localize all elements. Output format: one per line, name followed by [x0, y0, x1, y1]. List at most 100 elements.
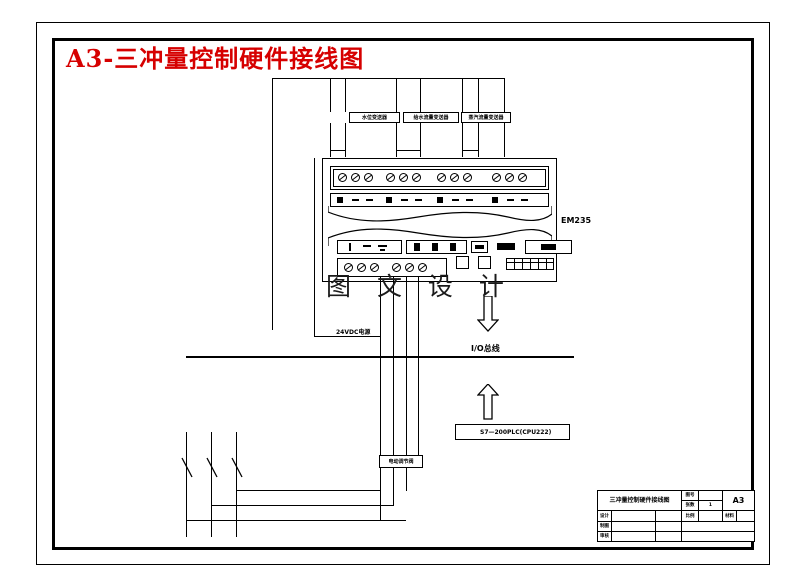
- em235-status-strip: [337, 240, 402, 254]
- io-bus-label: I/O总线: [471, 344, 500, 353]
- actuator-label: 电动调节阀: [388, 459, 414, 465]
- dip-divider: [546, 258, 547, 270]
- plc-cpu-label: S7—200PLC(CPU222): [480, 429, 552, 436]
- terminal-screw[interactable]: [518, 173, 527, 182]
- title-block-sheet-size: A3: [723, 491, 754, 511]
- steam-flow-transmitter[interactable]: 蒸汽流量变送器: [461, 112, 511, 123]
- status-mark: [349, 243, 351, 251]
- terminal-screw[interactable]: [392, 263, 401, 272]
- marking-tick: [415, 199, 422, 201]
- marking-tick: [466, 199, 473, 201]
- port-a-contact: [475, 245, 484, 249]
- marking-tick: [401, 199, 408, 201]
- title-block-blank-1: [699, 491, 723, 501]
- terminal-screw[interactable]: [338, 173, 347, 182]
- title-block-material-label: 材料: [723, 511, 737, 522]
- led-indicator: [432, 243, 438, 251]
- supply-bottom-rail: [314, 336, 380, 337]
- arrow-up-to-bus: [477, 384, 499, 420]
- terminal-screw[interactable]: [450, 173, 459, 182]
- title-block-sheet-label-1: 图号: [682, 491, 699, 501]
- marking-block: [386, 197, 392, 203]
- arrow-down-to-bus: [477, 296, 499, 332]
- title-block-note: [682, 522, 754, 532]
- steam-flow-transmitter-label: 蒸汽流量变送器: [468, 115, 504, 121]
- power-supply-label: 24VDC电源: [336, 329, 371, 336]
- terminal-screw[interactable]: [437, 173, 446, 182]
- terminal-screw[interactable]: [357, 263, 366, 272]
- marking-tick: [352, 199, 359, 201]
- dip-divider: [514, 258, 515, 270]
- em235-port-b[interactable]: [0, 0, 26, 15]
- sheet-outer-border: [36, 22, 770, 565]
- title-block-row-value: [656, 532, 682, 542]
- terminal-screw[interactable]: [505, 173, 514, 182]
- wire-top-2a: [396, 78, 397, 112]
- port-b-contact: [497, 243, 515, 250]
- dip-divider: [530, 258, 531, 270]
- wire-mid-3a: [462, 123, 463, 157]
- terminal-screw[interactable]: [344, 263, 353, 272]
- em235-label: EM235: [561, 216, 592, 225]
- wire-mid-2b: [420, 123, 421, 157]
- feeder-l3: [236, 490, 380, 491]
- terminal-screw[interactable]: [463, 173, 472, 182]
- title-block-sheet-label-2: 张数: [682, 501, 699, 511]
- water-level-transmitter[interactable]: 水位变送器: [349, 112, 400, 123]
- em235-socket-left[interactable]: [456, 256, 469, 269]
- feeder-riser-c: [406, 468, 407, 491]
- control-wire-a: [380, 277, 381, 463]
- marking-tick: [452, 199, 459, 201]
- control-wire-c: [406, 277, 407, 463]
- watermark: 图 文 设 计: [326, 272, 513, 301]
- control-wire-d: [418, 277, 419, 463]
- marking-tick: [507, 199, 514, 201]
- marking-block: [437, 197, 443, 203]
- title-block-sheet-count: 1: [699, 501, 723, 511]
- feedwater-flow-transmitter[interactable]: 给水流量变送器: [403, 112, 459, 123]
- wire-mid-3c: [504, 123, 505, 157]
- feeder-riser-a: [380, 468, 381, 521]
- terminal-screw[interactable]: [386, 173, 395, 182]
- title-block: 三冲量控制硬件接线图 图号 张数 1 A3 设计 比例 材料 制图 审核: [597, 490, 755, 542]
- wire-top-3c: [504, 78, 505, 112]
- marking-tick: [366, 199, 373, 201]
- wire-top-3b: [478, 78, 479, 112]
- title-block-row-label: 审核: [598, 532, 612, 542]
- saddle-2: [396, 150, 421, 151]
- title-block-row-value: [656, 511, 682, 522]
- page-title: A3-三冲量控制硬件接线图: [66, 44, 365, 73]
- three-phase-disconnect-switch[interactable]: [176, 452, 256, 484]
- title-block-scale-value: [699, 511, 723, 522]
- terminal-screw[interactable]: [399, 173, 408, 182]
- feeder-l2: [211, 505, 393, 506]
- plc-cpu-box[interactable]: [455, 424, 570, 440]
- terminal-screw[interactable]: [351, 173, 360, 182]
- saddle-1: [330, 150, 346, 151]
- feeder-l1: [186, 520, 406, 521]
- em235-socket-right[interactable]: [478, 256, 491, 269]
- terminal-screw[interactable]: [405, 263, 414, 272]
- wire-mid-2a: [396, 123, 397, 157]
- terminal-screw[interactable]: [418, 263, 427, 272]
- saddle-3: [462, 150, 479, 151]
- phase-line-l1: [186, 432, 187, 537]
- wire-top-3a: [462, 78, 463, 112]
- actuator-box[interactable]: 电动调节阀: [379, 455, 423, 468]
- sheet-inner-border: [52, 38, 754, 550]
- marking-tick: [521, 199, 528, 201]
- terminal-screw[interactable]: [364, 173, 373, 182]
- led-indicator: [450, 243, 456, 251]
- terminal-screw[interactable]: [370, 263, 379, 272]
- port-c-contact: [541, 244, 556, 250]
- supply-left-rail: [314, 158, 315, 336]
- control-wire-b: [393, 277, 394, 463]
- terminal-screw[interactable]: [492, 173, 501, 182]
- wire-mid-1a: [330, 123, 331, 157]
- title-block-row-value: [612, 522, 656, 532]
- title-block-scale-label: 比例: [682, 511, 699, 522]
- signal-loop-top-rail: [272, 78, 504, 79]
- wire-top-1b: [345, 78, 346, 112]
- terminal-screw[interactable]: [412, 173, 421, 182]
- wire-mid-1b: [345, 123, 346, 157]
